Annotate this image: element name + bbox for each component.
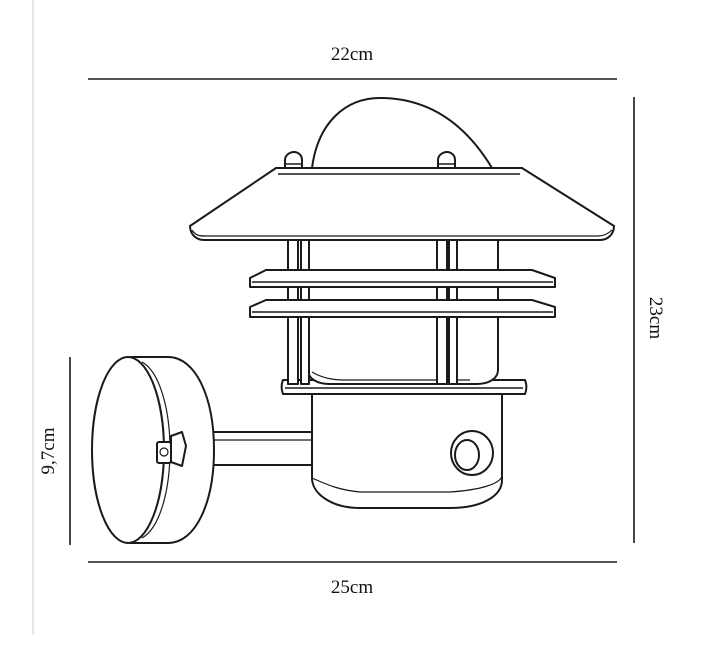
lamp-dome [311, 97, 493, 169]
mount-height-dimension: 9,7cm [38, 357, 71, 545]
mount-nut [156, 441, 172, 464]
lamp-housing [311, 387, 503, 509]
louvre-ring-upper [249, 269, 556, 288]
louvre-ring-lower [249, 299, 556, 318]
lamp-roof [189, 167, 615, 241]
top-width-label: 22cm [331, 44, 373, 65]
wall-lamp-illustration [91, 97, 615, 544]
wall-mount-plate [91, 356, 215, 544]
bottom-width-label: 25cm [331, 577, 373, 598]
top-width-dimension: 22cm [88, 44, 617, 80]
bottom-width-dimension: 25cm [88, 561, 617, 598]
mount-height-label: 9,7cm [38, 427, 59, 474]
height-label: 23cm [645, 297, 666, 339]
height-dimension: 23cm [633, 97, 666, 543]
